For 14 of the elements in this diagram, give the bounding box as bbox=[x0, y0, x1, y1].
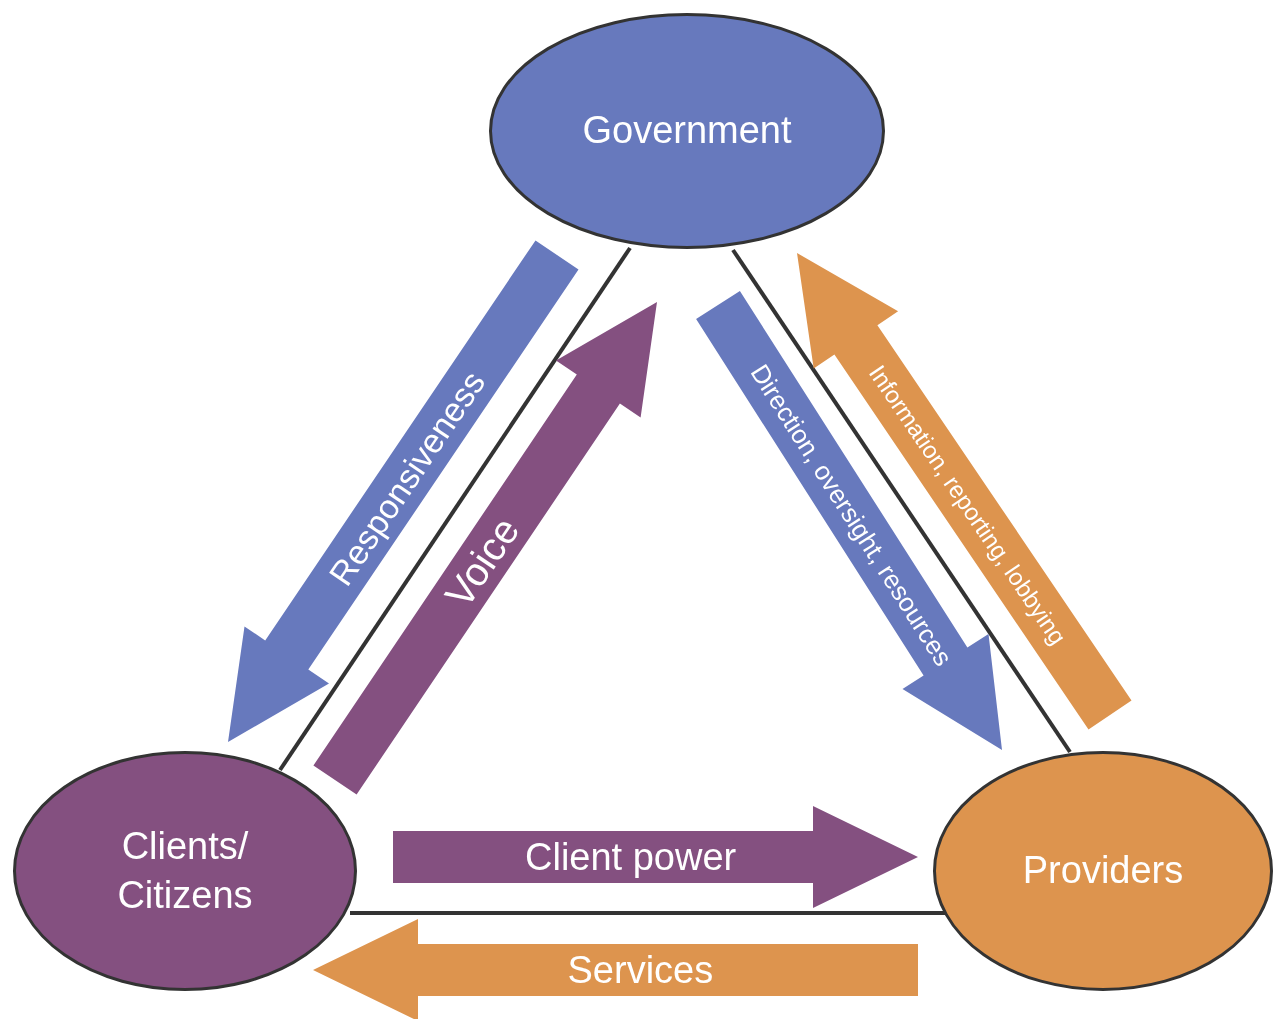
node-label: Government bbox=[582, 108, 792, 154]
block-arrow bbox=[228, 240, 579, 742]
block-arrow bbox=[797, 253, 1132, 730]
node-label: Clients/ Citizens bbox=[116, 823, 254, 918]
edge-label: Services bbox=[567, 951, 714, 989]
block-arrow bbox=[313, 302, 657, 795]
connector-line bbox=[731, 248, 1072, 754]
block-arrow bbox=[313, 919, 918, 1019]
edge-label: Client power bbox=[525, 838, 737, 876]
node-label: Providers bbox=[1022, 848, 1184, 894]
connector-line bbox=[278, 246, 632, 772]
connector-line bbox=[350, 911, 945, 915]
block-arrow bbox=[696, 291, 1002, 750]
block-arrow bbox=[393, 806, 918, 908]
